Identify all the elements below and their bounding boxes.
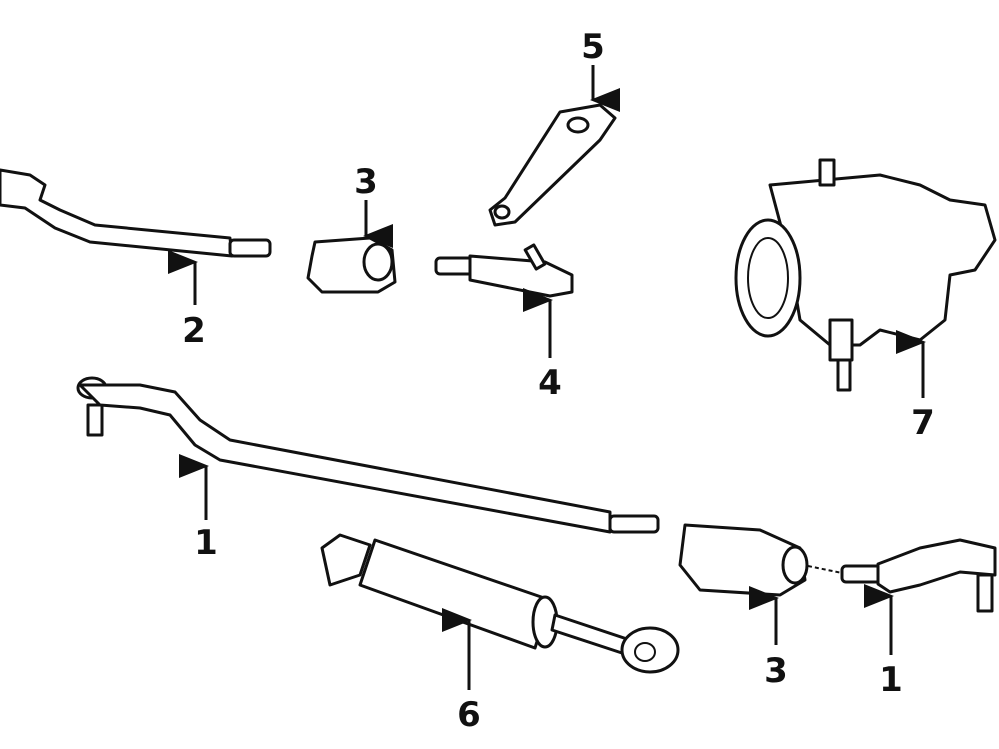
assembly-line bbox=[807, 565, 843, 574]
steering-gear-part bbox=[734, 158, 997, 392]
tie-rod-end-inner-part bbox=[434, 243, 574, 298]
callout-5: 5 bbox=[581, 27, 605, 67]
steering-damper-part bbox=[320, 533, 680, 674]
callout-1: 1 bbox=[879, 660, 903, 700]
adjuster-sleeve-upper-part bbox=[306, 236, 397, 294]
drag-link-part bbox=[0, 168, 272, 258]
callout-1: 1 bbox=[194, 523, 218, 563]
callout-3: 3 bbox=[354, 162, 378, 202]
pitman-arm-part bbox=[488, 103, 617, 227]
tie-rod-end-right-part bbox=[840, 538, 997, 613]
callout-7: 7 bbox=[911, 403, 935, 443]
callout-3: 3 bbox=[764, 651, 788, 691]
callout-6: 6 bbox=[457, 695, 481, 735]
adjuster-sleeve-lower-part bbox=[678, 523, 809, 597]
callout-2: 2 bbox=[182, 311, 206, 351]
tie-rod-left-part bbox=[76, 376, 660, 534]
callout-4: 4 bbox=[538, 363, 562, 403]
